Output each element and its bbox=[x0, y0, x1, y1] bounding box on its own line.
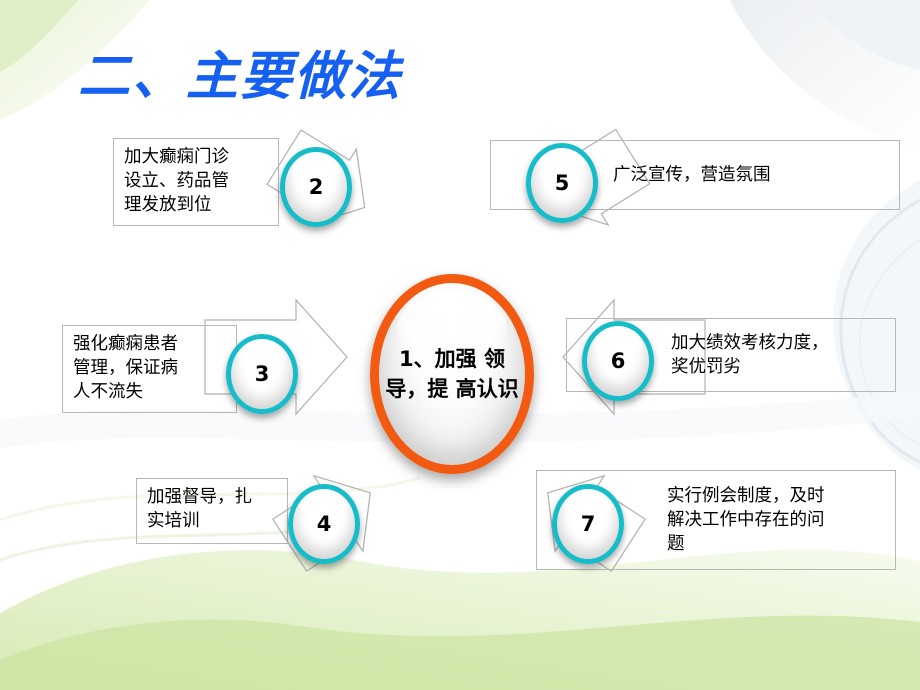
node-6-number: 6 bbox=[610, 349, 626, 373]
node-6[interactable]: 6 bbox=[582, 321, 654, 401]
node-4-number: 4 bbox=[316, 512, 332, 536]
page-title: 二、主要做法 bbox=[78, 47, 403, 107]
callout-text-5: 广泛宣传，营造氛围 bbox=[490, 140, 900, 210]
node-3-number: 3 bbox=[254, 362, 270, 386]
node-5-number: 5 bbox=[554, 171, 570, 195]
node-3[interactable]: 3 bbox=[226, 334, 298, 414]
node-7-number: 7 bbox=[580, 512, 596, 536]
callout-text-4: 加强督导，扎 实培训 bbox=[136, 478, 288, 544]
callout-text-3: 强化癫痫患者 管理，保证病 人不流失 bbox=[62, 325, 237, 413]
center-node[interactable]: 1、加强 领导，提 高认识 bbox=[370, 274, 534, 474]
node-2-number: 2 bbox=[308, 175, 324, 199]
node-7[interactable]: 7 bbox=[552, 484, 624, 564]
center-node-label: 1、加强 领导，提 高认识 bbox=[385, 346, 519, 401]
callout-text-7: 实行例会制度，及时 解决工作中存在的问 题 bbox=[536, 470, 896, 570]
callout-text-2: 加大癫痫门诊 设立、药品管 理发放到位 bbox=[113, 138, 279, 226]
node-2[interactable]: 2 bbox=[280, 147, 352, 227]
node-5[interactable]: 5 bbox=[526, 143, 598, 223]
callout-text-6: 加大绩效考核力度， 奖优罚劣 bbox=[566, 318, 896, 392]
node-4[interactable]: 4 bbox=[288, 484, 360, 564]
